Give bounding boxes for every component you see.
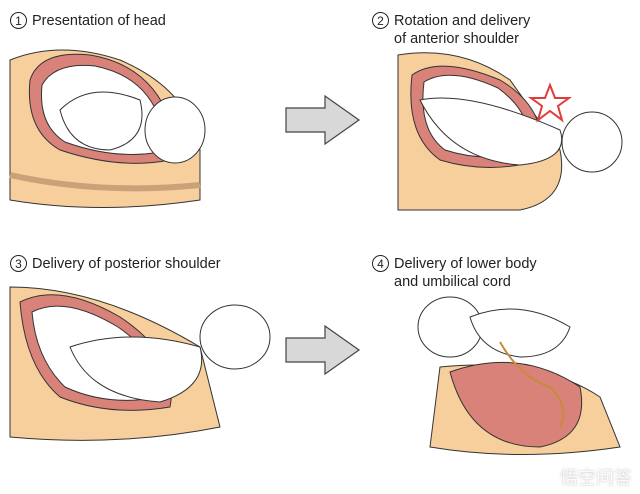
- step-number: 1: [10, 12, 27, 29]
- arrow-right-icon: [285, 95, 361, 145]
- caption-text: Delivery of posterior shoulder: [32, 256, 221, 272]
- arrow-right-icon: [285, 325, 361, 375]
- panel-3: 3 Delivery of posterior shoulder: [0, 247, 320, 494]
- caption-4: 4 Delivery of lower body and umbilical c…: [372, 255, 537, 291]
- star-icon: [527, 82, 573, 123]
- step-number: 3: [10, 255, 27, 272]
- caption-text: Presentation of head: [32, 13, 166, 29]
- illustration-lower-body-cord: [417, 296, 621, 455]
- caption-1: 1 Presentation of head: [10, 12, 166, 30]
- watermark: 悟空问答: [560, 468, 632, 489]
- step-number: 2: [372, 12, 389, 29]
- caption-text: Rotation and delivery of anterior should…: [394, 13, 531, 47]
- panel-1: 1 Presentation of head: [0, 0, 320, 247]
- illustration-anterior-shoulder: [397, 52, 623, 211]
- illustration-head-presentation: [9, 49, 206, 208]
- illustration-posterior-shoulder: [9, 286, 271, 441]
- caption-text: Delivery of lower body and umbilical cor…: [394, 256, 537, 290]
- panel-4: 4 Delivery of lower body and umbilical c…: [320, 247, 640, 494]
- panel-2: 2 Rotation and delivery of anterior shou…: [320, 0, 640, 247]
- caption-2: 2 Rotation and delivery of anterior shou…: [372, 12, 530, 48]
- caption-3: 3 Delivery of posterior shoulder: [10, 255, 221, 273]
- step-number: 4: [372, 255, 389, 272]
